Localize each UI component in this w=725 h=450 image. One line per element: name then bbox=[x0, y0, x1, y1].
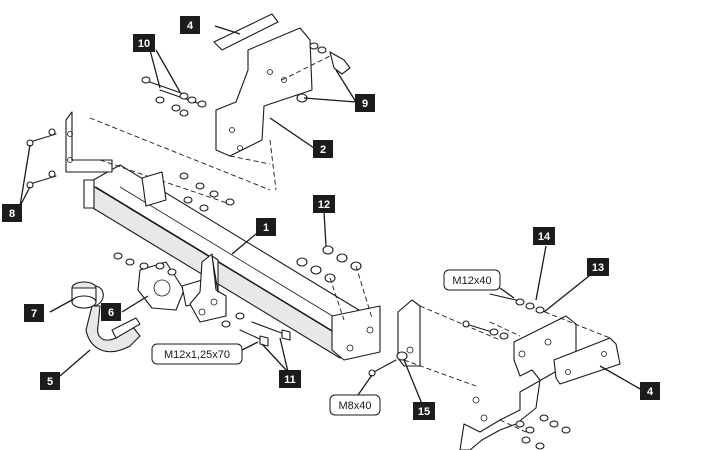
part-label-7: 7 bbox=[24, 304, 44, 322]
part-label-10: 10 bbox=[133, 34, 155, 52]
part-label-8: 8 bbox=[2, 204, 22, 222]
callout-m8x40: M8x40 bbox=[329, 394, 381, 416]
leader-lines bbox=[19, 25, 643, 405]
svg-text:10: 10 bbox=[138, 38, 150, 50]
svg-text:8: 8 bbox=[9, 208, 15, 220]
bracket-right-body bbox=[459, 315, 577, 450]
fastener-set-8 bbox=[26, 128, 57, 189]
center-fasteners bbox=[141, 171, 235, 212]
fastener-set-9 bbox=[281, 42, 351, 103]
callout-m12x125x70: M12x1,25x70 bbox=[151, 343, 243, 365]
svg-text:9: 9 bbox=[362, 98, 368, 110]
svg-text:4: 4 bbox=[647, 386, 654, 398]
bracket-2-body bbox=[215, 27, 313, 157]
svg-text:15: 15 bbox=[418, 406, 430, 418]
top-plate-4 bbox=[213, 13, 279, 51]
right-end-plate bbox=[331, 305, 381, 361]
part-label-12: 12 bbox=[313, 195, 335, 213]
left-mounting-plate bbox=[65, 111, 113, 173]
svg-text:5: 5 bbox=[47, 376, 53, 388]
svg-text:2: 2 bbox=[320, 144, 326, 156]
right-lower-bracket bbox=[419, 305, 621, 450]
part-label-9: 9 bbox=[355, 94, 375, 112]
bolt-m8x40-15 bbox=[368, 351, 477, 387]
svg-text:12: 12 bbox=[318, 199, 330, 211]
part-label-4-right: 4 bbox=[640, 382, 660, 400]
part-label-2: 2 bbox=[313, 140, 333, 158]
svg-text:7: 7 bbox=[31, 308, 37, 320]
part-label-4-top: 4 bbox=[180, 16, 200, 34]
callout-m12x40: M12x40 bbox=[443, 269, 501, 291]
svg-text:6: 6 bbox=[108, 307, 114, 319]
svg-text:14: 14 bbox=[538, 231, 551, 243]
part-label-1: 1 bbox=[256, 218, 276, 236]
fastener-set-right bbox=[462, 293, 571, 450]
svg-text:M8x40: M8x40 bbox=[338, 400, 371, 412]
part-label-15: 15 bbox=[413, 402, 435, 420]
svg-text:1: 1 bbox=[263, 222, 269, 234]
svg-text:4: 4 bbox=[187, 20, 194, 32]
part-label-11: 11 bbox=[279, 370, 301, 388]
upper-bracket bbox=[89, 13, 313, 205]
fastener-set-10 bbox=[141, 76, 207, 117]
part-label-6: 6 bbox=[101, 303, 121, 321]
svg-text:M12x40: M12x40 bbox=[452, 275, 491, 287]
part-label-13: 13 bbox=[587, 258, 609, 276]
part-label-5: 5 bbox=[40, 372, 60, 390]
svg-text:13: 13 bbox=[592, 262, 604, 274]
bolt-set-11 bbox=[221, 312, 291, 347]
svg-text:M12x1,25x70: M12x1,25x70 bbox=[164, 349, 230, 361]
svg-text:11: 11 bbox=[284, 374, 296, 386]
part-label-14: 14 bbox=[533, 227, 555, 245]
nut-set-12 bbox=[296, 245, 373, 321]
crossbar-end-cap-left bbox=[83, 179, 95, 209]
hitch-bracket bbox=[189, 253, 227, 323]
